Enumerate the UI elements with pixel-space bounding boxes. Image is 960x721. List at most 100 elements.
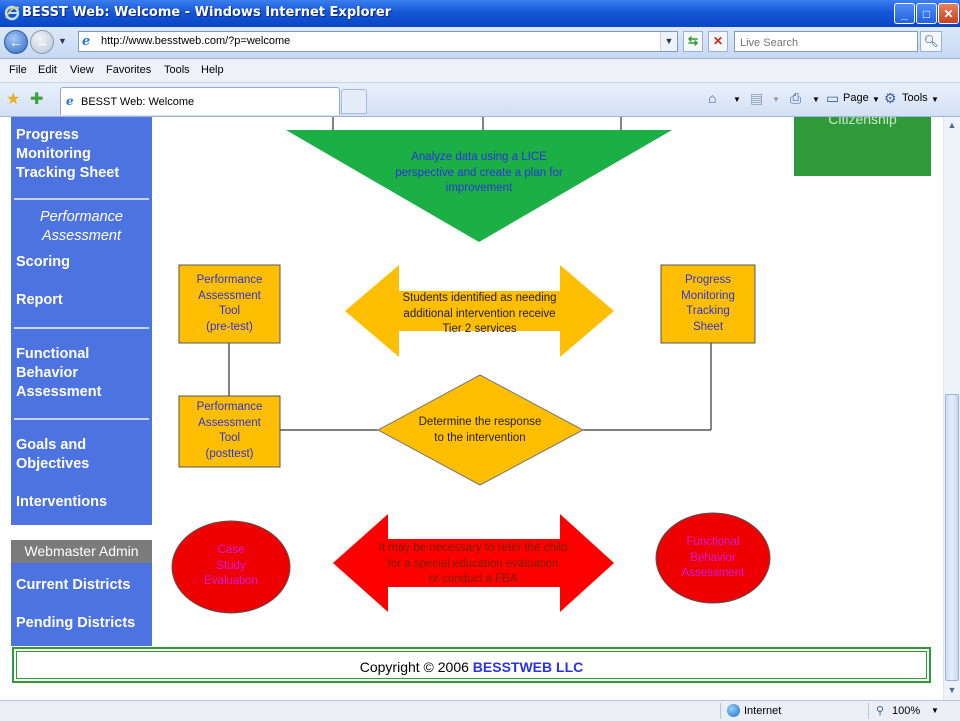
security-zone[interactable]: Internet (744, 705, 782, 717)
tab-bar: ★ ✚ e BESST Web: Welcome ⌂ ▼ ▤ ▼ ⎙ ▼ ▭ P… (0, 83, 960, 117)
text-line: Performance (196, 401, 263, 413)
sidebar-item-label: Functional (16, 346, 90, 362)
text-line: Progress (684, 274, 732, 286)
text-line: Determine the response (418, 416, 542, 428)
sidebar-item-label: Objectives (16, 456, 90, 472)
page-content: Progress Monitoring Tracking Sheet Perfo… (0, 117, 943, 700)
tools-gear-icon[interactable]: ⚙ (884, 90, 897, 106)
sidebar-item-label: Assessment (16, 384, 102, 400)
menu-tools[interactable]: Tools (164, 64, 190, 76)
menu-help[interactable]: Help (201, 64, 224, 76)
favorites-star-icon[interactable]: ★ (6, 91, 21, 108)
address-bar: ← → ▼ e http://www.besstweb.com/?p=welco… (0, 27, 960, 59)
post-test-box (178, 395, 281, 468)
sidebar-item-label: Goals and (16, 437, 87, 453)
zoom-icon[interactable]: ⚲ (876, 705, 885, 717)
pre-test-label: Performance Assessment Tool (pre-test) (179, 273, 280, 335)
text-line: improvement (445, 182, 513, 194)
sidebar-item-goals[interactable]: Goals and Objectives (16, 436, 89, 474)
page-menu[interactable]: Page (843, 92, 869, 104)
add-favorites-icon[interactable]: ✚ (30, 91, 44, 108)
print-dropdown-icon[interactable]: ▼ (812, 95, 820, 104)
zoom-dropdown-icon[interactable]: ▼ (931, 706, 939, 715)
sidebar-item-label: Behavior (16, 365, 79, 381)
print-icon[interactable]: ⎙ (790, 90, 802, 106)
sidebar-item-pending-districts[interactable]: Pending Districts (16, 615, 136, 631)
search-icon[interactable]: 🔍︎ (920, 31, 942, 52)
text-line: Tracking (686, 305, 730, 317)
sidebar-item-label: Progress (16, 127, 79, 143)
page-menu-icon[interactable]: ▭ (826, 90, 840, 106)
new-tab-button[interactable] (341, 89, 367, 114)
menu-favorites[interactable]: Favorites (106, 64, 152, 76)
feeds-dropdown-icon[interactable]: ▼ (772, 95, 780, 104)
rti-flow-diagram (171, 117, 771, 614)
citizenship-box[interactable]: Citizenship (794, 117, 931, 176)
sidebar-item-scoring[interactable]: Scoring (16, 254, 70, 270)
company-link[interactable]: BESSTWEB LLC (472, 659, 584, 675)
footer-text: Copyright © 2006 BESSTWEB LLC (14, 659, 929, 675)
forward-button[interactable]: → (30, 30, 54, 54)
text-line: Tool (218, 305, 241, 317)
page-footer: Copyright © 2006 BESSTWEB LLC (12, 647, 931, 683)
text-line: Behavior (690, 551, 736, 564)
tracking-sheet-box (660, 264, 756, 344)
refresh-button[interactable]: ⇆ (683, 31, 703, 52)
menu-edit[interactable]: Edit (38, 64, 57, 76)
response-diamond (376, 374, 585, 486)
zoom-level[interactable]: 100% (892, 705, 921, 717)
text-line: Assessment (198, 416, 261, 429)
scroll-down-icon[interactable]: ▼ (947, 685, 957, 695)
search-input[interactable] (738, 33, 912, 52)
scroll-thumb[interactable] (945, 394, 959, 681)
tools-dropdown-icon[interactable]: ▼ (931, 95, 939, 104)
back-button[interactable]: ← (4, 30, 28, 54)
analyze-triangle (286, 130, 672, 242)
url-dropdown-icon[interactable]: ▼ (660, 32, 677, 51)
close-button[interactable]: ✕ (938, 3, 959, 24)
sidebar-divider (14, 418, 149, 420)
sidebar-item-interventions[interactable]: Interventions (16, 494, 108, 510)
feeds-icon[interactable]: ▤ (750, 90, 764, 106)
stop-button[interactable]: ✕ (708, 31, 728, 52)
url-field[interactable]: e http://www.besstweb.com/?p=welcome ▼ (78, 31, 678, 52)
diagram-connectors (228, 117, 712, 431)
text-line: Tool (218, 432, 241, 444)
sidebar-item-report[interactable]: Report (16, 292, 63, 308)
vertical-scrollbar[interactable]: ▲ ▼ (943, 117, 960, 700)
home-dropdown-icon[interactable]: ▼ (733, 95, 741, 104)
sidebar-item-fba[interactable]: Functional Behavior Assessment (16, 345, 101, 402)
text-line: to the intervention (434, 431, 526, 444)
case-study-label: Case Study Evaluation (181, 543, 281, 590)
tier2-double-arrow (345, 265, 614, 357)
citizenship-label: Citizenship (828, 117, 897, 127)
minimize-button[interactable]: _ (894, 3, 915, 24)
fba-circle-label: Functional Behavior Assessment (663, 535, 763, 582)
tools-menu[interactable]: Tools (902, 92, 928, 104)
maximize-button[interactable]: □ (916, 3, 937, 24)
tab-page-icon: e (66, 94, 74, 108)
sidebar-item-label: Tracking Sheet (16, 165, 120, 181)
tab-besst-welcome[interactable]: e BESST Web: Welcome (60, 87, 340, 115)
text-line: Analyze data using a LICE (411, 151, 547, 163)
status-bar: Internet ⚲ 100% ▼ (0, 700, 960, 721)
copyright-text: Copyright © 2006 (359, 659, 469, 675)
search-box[interactable] (734, 31, 918, 52)
sidebar-item-progress-monitoring[interactable]: Progress Monitoring Tracking Sheet (16, 126, 119, 183)
sidebar-nav: Progress Monitoring Tracking Sheet Perfo… (11, 117, 152, 525)
admin-heading: Webmaster Admin (11, 540, 152, 563)
home-icon[interactable]: ⌂ (708, 90, 717, 106)
page-dropdown-icon[interactable]: ▼ (872, 95, 880, 104)
text-line: additional intervention receive (403, 307, 556, 320)
url-text[interactable]: http://www.besstweb.com/?p=welcome (101, 35, 291, 47)
recent-pages-dropdown-icon[interactable]: ▼ (58, 36, 67, 46)
scroll-up-icon[interactable]: ▲ (947, 120, 957, 130)
menu-view[interactable]: View (70, 64, 94, 76)
refer-double-arrow (333, 514, 614, 612)
menu-file[interactable]: File (9, 64, 27, 76)
text-line: Tier 2 services (442, 323, 517, 335)
text-line: It may be necessary to refer the child (378, 542, 568, 554)
text-line: Study (216, 559, 246, 572)
pre-test-box (178, 264, 281, 344)
sidebar-item-current-districts[interactable]: Current Districts (16, 577, 131, 593)
